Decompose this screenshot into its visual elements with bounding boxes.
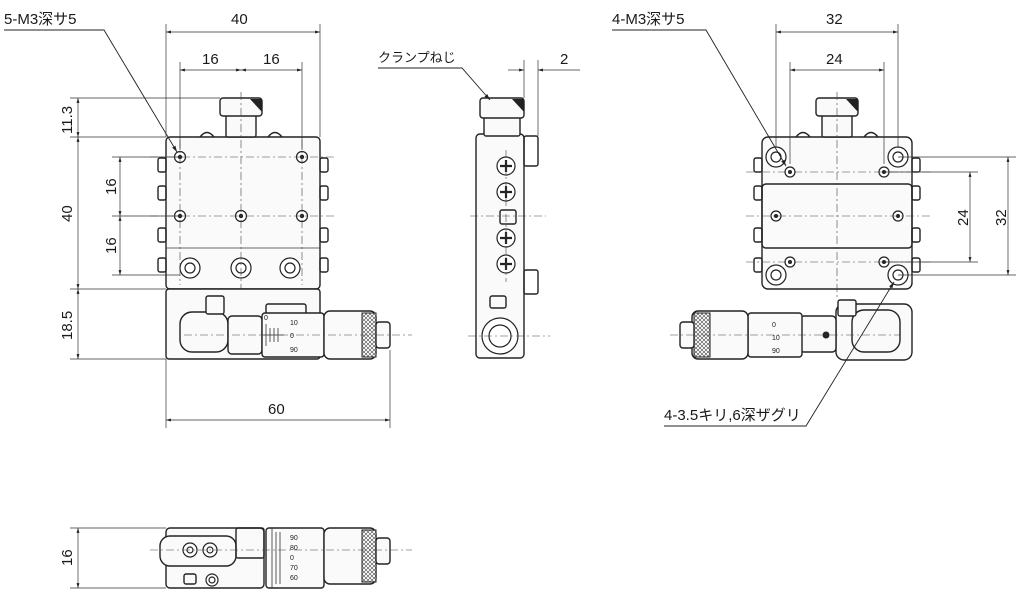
note-clamp-screw: クランプねじ [378,50,456,65]
dim-height-24: 24 [955,209,972,226]
rear-view: 0 10 90 32 24 24 32 4-M3深サ5 4-3.5キリ,6深ザグ… [612,11,1016,427]
scale-label: 10 [772,335,780,342]
scale-label: 90 [290,347,298,354]
dim-height-18-5: 18.5 [59,311,76,340]
scale-label: 0 [290,555,294,562]
dim-height-32: 32 [993,209,1010,226]
dim-height-40: 40 [59,205,76,222]
note-tapped-holes-rear: 4-M3深サ5 [612,11,685,28]
scale-label: 60 [290,575,298,582]
scale-label: 90 [772,348,780,355]
scale-label: 0 [264,315,268,322]
scale-label: 10 [290,320,298,327]
note-counterbore: 4-3.5キリ,6深ザグリ [664,407,801,424]
front-view: 0 10 0 90 40 16 16 11.3 40 18.5 16 16 [4,11,412,428]
scale-label: 0 [290,333,294,340]
scale-label: 70 [290,565,298,572]
dim-pitch-v-bottom: 16 [103,237,120,254]
dim-pitch-24: 24 [826,51,843,68]
dim-overall-width: 60 [268,401,285,418]
dim-pitch-v-top: 16 [103,178,120,195]
dim-top-width: 40 [231,11,248,28]
scale-label: 80 [290,545,298,552]
side-view: 2 クランプねじ [378,50,580,359]
note-tapped-holes-front: 5-M3深サ5 [4,11,77,28]
scale-label: 90 [290,535,298,542]
scale-label: 0 [772,322,776,329]
dim-thickness: 16 [59,549,76,566]
dim-pitch-left: 16 [202,51,219,68]
dim-pitch-right: 16 [263,51,280,68]
dim-width-32: 32 [826,11,843,28]
dim-height-11-3: 11.3 [59,106,76,134]
bottom-view: 90 80 0 70 60 16 [59,527,412,589]
dim-clamp-offset: 2 [560,51,568,68]
